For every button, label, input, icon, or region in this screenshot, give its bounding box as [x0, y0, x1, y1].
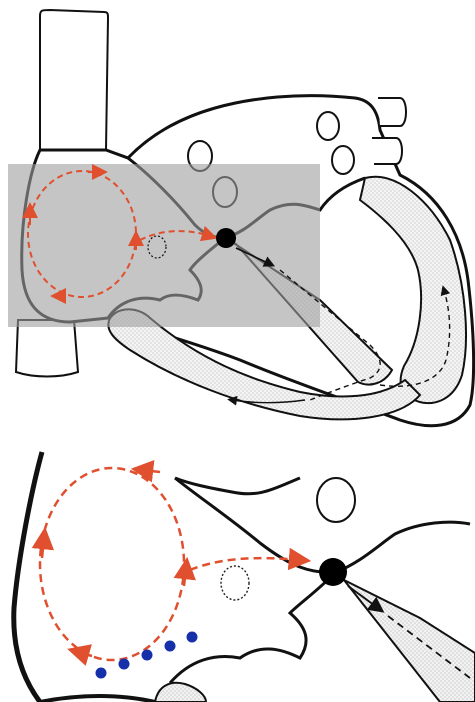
zoom-av-node: [319, 558, 347, 586]
zoomed-inset-panel: [0, 448, 475, 702]
zoom-heart-wall-left: [14, 452, 42, 702]
zoom-vessel-opening: [317, 478, 355, 522]
highlight-region: [8, 164, 320, 327]
zoom-reentry-arrow-top: [142, 470, 160, 472]
pulmonary-vessel-lower: [372, 138, 402, 164]
superior-vena-cava: [40, 10, 108, 150]
zoom-reentry-loop: [40, 468, 184, 660]
blue-dot-3: [142, 650, 153, 661]
vessel-opening-1: [317, 112, 339, 140]
av-node: [216, 228, 236, 248]
inferior-vena-cava: [16, 320, 78, 377]
blue-dot-4: [165, 641, 176, 652]
blue-dot-5: [187, 632, 198, 643]
pulmonary-vessel-upper: [378, 98, 406, 126]
zoom-bundle-base: [155, 683, 206, 702]
zoom-valve-leaflets: [170, 572, 336, 683]
heart-overview-diagram: [0, 0, 475, 440]
blue-dot-1: [96, 668, 107, 679]
heart-overview-panel: [0, 0, 475, 440]
zoom-dotted-oval: [221, 566, 249, 600]
zoom-bottom-edge: [40, 696, 155, 702]
zoom-conduction-path-red: [190, 558, 300, 570]
vessel-opening-2: [332, 146, 354, 174]
zoomed-inset-diagram: [0, 448, 475, 702]
blue-dot-2: [119, 659, 130, 670]
